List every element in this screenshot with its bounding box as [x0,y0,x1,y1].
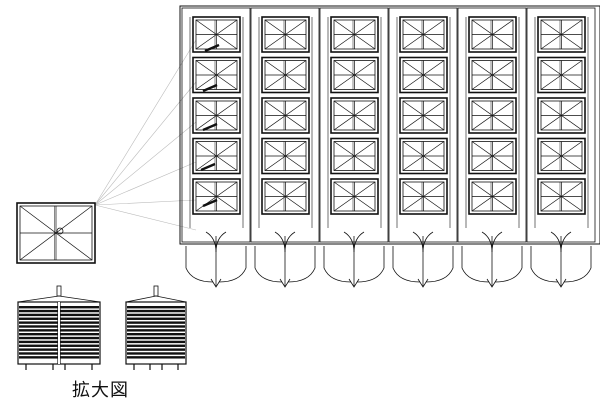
elevation-body [125,301,187,365]
enlarged-view-caption: 拡大図 [72,380,129,401]
pipe-cell [261,97,310,134]
pipe-cell [330,56,379,94]
panel-rib [127,317,185,320]
pipe-cell [330,16,379,53]
pipe-cell [468,56,517,94]
swing-door-arrow-icon [530,231,592,288]
pipe-joint [56,227,64,235]
valve-mark [202,122,218,132]
panel-rib [127,340,185,344]
outer-frame [179,5,600,245]
pipe-cell [261,137,310,175]
pipe-cell [537,178,586,215]
pipe-cell [261,178,310,215]
pipe-cell [537,16,586,53]
shaft-unit [319,7,389,288]
swing-door-arrow-icon [323,231,385,288]
swing-door-arrow-icon [392,231,454,288]
pipe-cell [192,16,241,53]
valve-mark [200,162,216,172]
pipe-cell [399,97,448,134]
enlarged-pipe-cell [16,202,96,264]
panel-rib [127,306,185,309]
pipe-cell [330,97,379,134]
panel-rib [127,344,185,347]
panel-rib [127,348,185,351]
shaft-unit [388,7,458,288]
pipe-cell [468,16,517,53]
pipe-cell [192,178,241,215]
pipe-cell [468,137,517,175]
guide-line [94,39,197,206]
roof-line [125,295,187,303]
valve-mark [202,198,218,208]
enlarged-plan-detail [16,202,96,264]
pipe-cell [468,178,517,215]
pipe-cell [537,56,586,94]
elevation-view-right [125,285,187,370]
panel-rib [127,352,185,355]
swing-door-arrow-icon [461,231,523,288]
pipe-cell [192,137,241,175]
panel-rib [127,309,185,313]
magnification-guide-lines [94,39,197,231]
pipe-cell [399,56,448,94]
pipe-cell [192,97,241,134]
pipe-cell [330,137,379,175]
panel-rib [127,329,185,332]
panel-rib [127,321,185,324]
pipe-cell [192,56,241,94]
shaft-unit [181,7,251,288]
panel-rib [127,313,185,317]
swing-door-arrow-icon [185,231,247,288]
panel-rib [127,333,185,336]
guide-line [94,81,197,206]
roof-line [17,295,101,303]
pipe-cell [537,97,586,134]
guide-line [94,204,197,231]
vent-pipe [153,285,159,297]
guide-line [94,121,197,206]
pipe-cell [399,178,448,215]
panel-rib [127,356,185,359]
pipe-cell [468,97,517,134]
pipe-cell [261,56,310,94]
valve-mark [204,43,220,53]
pipe-cell [537,137,586,175]
pipe-cell [399,137,448,175]
pipe-cell [261,16,310,53]
panel-rib [127,325,185,328]
valve-mark [202,83,218,93]
guide-line [94,161,197,206]
shaft-unit [457,7,527,288]
pipe-cell [399,16,448,53]
panel-rib [127,336,185,340]
guide-line [94,199,197,206]
shaft-unit [250,7,320,288]
vent-pipe [56,285,62,297]
shaft-unit [526,7,596,288]
swing-door-arrow-icon [254,231,316,288]
elevation-view-left [17,285,101,370]
shaft-units [179,5,600,288]
pipe-cell [330,178,379,215]
